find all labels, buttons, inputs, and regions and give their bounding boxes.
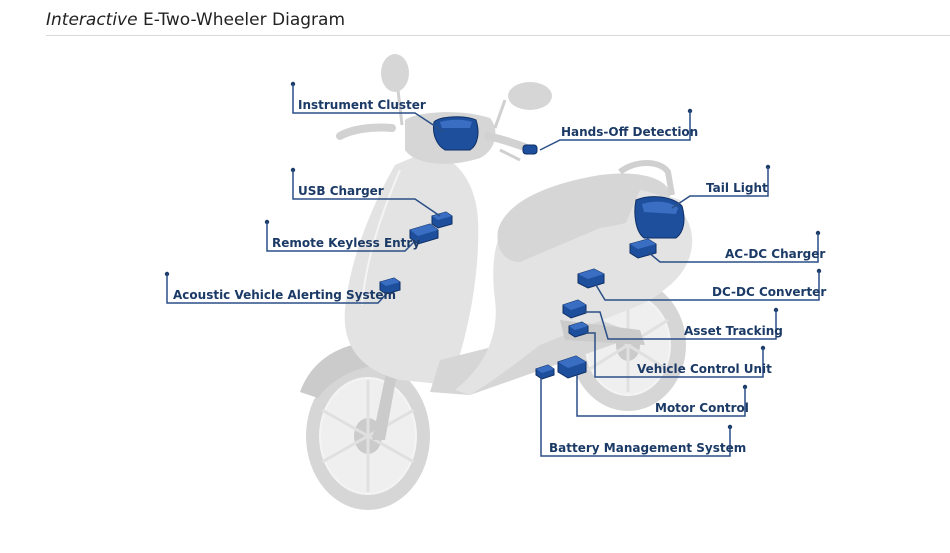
components [379,116,685,380]
callouts: Instrument Cluster Hands-Off Detection U… [164,81,826,457]
label-vehicle-control-unit: Vehicle Control Unit [637,362,772,376]
asset-tracking-component[interactable] [562,299,587,319]
callout-avas[interactable]: Acoustic Vehicle Alerting System [164,271,396,304]
right-mirror [508,82,552,110]
callout-instrument-cluster[interactable]: Instrument Cluster [290,81,445,133]
front-shield [344,150,479,385]
label-battery-management-system: Battery Management System [549,441,746,455]
callout-remote-keyless-entry[interactable]: Remote Keyless Entry [264,219,421,252]
page-header: Interactive E-Two-Wheeler Diagram [46,8,950,36]
callout-tail-light[interactable]: Tail Light [671,164,771,209]
instrument-cluster-component[interactable] [433,116,479,151]
callout-dc-dc-converter[interactable]: DC-DC Converter [595,268,826,301]
usb-charger-component[interactable] [431,211,453,229]
label-dc-dc-converter: DC-DC Converter [712,285,826,299]
callout-asset-tracking[interactable]: Asset Tracking [583,307,783,340]
battery-management-system-component[interactable] [535,364,555,380]
label-instrument-cluster: Instrument Cluster [298,98,426,112]
label-remote-keyless-entry: Remote Keyless Entry [272,236,420,250]
label-ac-dc-charger: AC-DC Charger [725,247,825,261]
label-hands-off-detection: Hands-Off Detection [561,125,698,139]
callout-hands-off-detection[interactable]: Hands-Off Detection [539,108,698,151]
front-wheel [306,362,430,510]
seat [497,173,671,262]
title-rest: E-Two-Wheeler Diagram [142,10,346,30]
vehicle-control-unit-component[interactable] [568,321,589,338]
label-asset-tracking: Asset Tracking [684,324,783,338]
callout-usb-charger[interactable]: USB Charger [290,167,441,217]
hands-off-detection-component[interactable] [522,144,538,155]
dc-dc-converter-component[interactable] [577,268,605,289]
title-italic: Interactive [46,10,138,30]
label-usb-charger: USB Charger [298,184,384,198]
page-title: Interactive E-Two-Wheeler Diagram [46,10,345,30]
callout-vehicle-control-unit[interactable]: Vehicle Control Unit [585,332,772,378]
motor-control-component[interactable] [557,355,587,379]
callout-ac-dc-charger[interactable]: AC-DC Charger [647,230,825,263]
callout-motor-control[interactable]: Motor Control [576,375,749,417]
avas-component[interactable] [379,277,401,295]
tail-light-component[interactable] [634,196,685,239]
rear-grab-rail [618,160,675,196]
label-motor-control: Motor Control [655,401,749,415]
label-tail-light: Tail Light [706,181,768,195]
callout-battery-management-system[interactable]: Battery Management System [540,378,746,457]
label-acoustic-vehicle-alerting-system: Acoustic Vehicle Alerting System [173,288,396,302]
left-mirror [381,54,409,92]
